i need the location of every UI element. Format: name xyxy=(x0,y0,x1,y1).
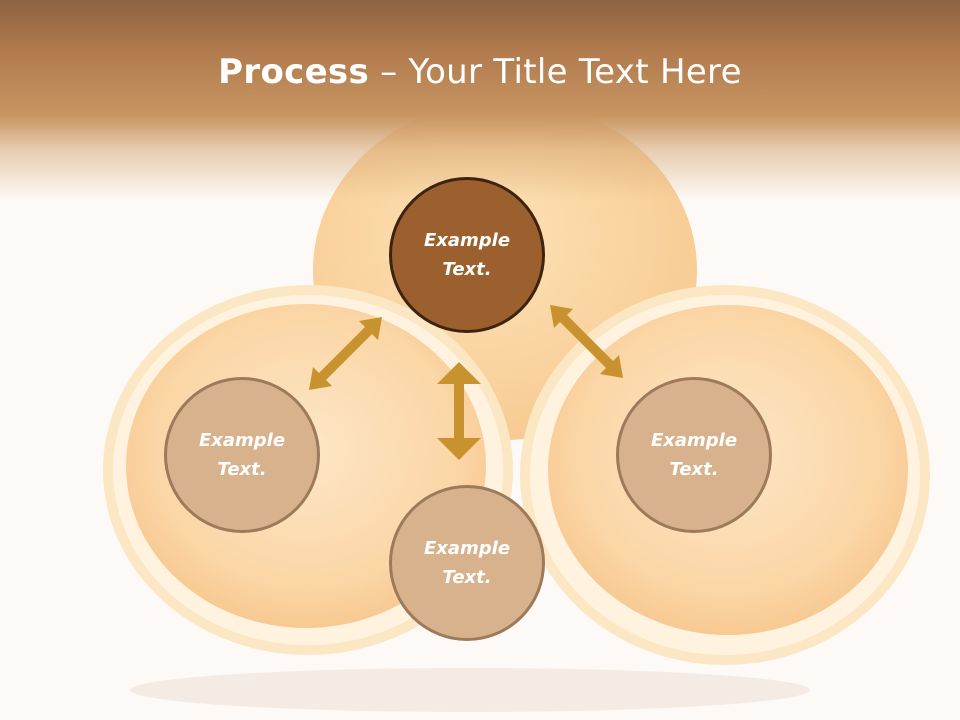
node-bottom: Example Text. xyxy=(389,485,545,641)
node-top: Example Text. xyxy=(389,177,545,333)
node-bottom-line1: Example xyxy=(423,538,511,559)
node-left-line2: Text. xyxy=(217,459,267,480)
node-left: Example Text. xyxy=(164,377,320,533)
node-right-line1: Example xyxy=(650,430,738,451)
title-bold: Process xyxy=(218,52,370,92)
title-bar xyxy=(0,0,960,200)
title-rest: – Your Title Text Here xyxy=(369,52,742,92)
node-bottom-line2: Text. xyxy=(442,567,492,588)
node-right: Example Text. xyxy=(616,377,772,533)
node-top-line1: Example xyxy=(423,230,511,251)
node-top-line2: Text. xyxy=(442,259,492,280)
slide-title: Process – Your Title Text Here xyxy=(0,52,960,92)
node-right-line2: Text. xyxy=(669,459,719,480)
node-left-line1: Example xyxy=(198,430,286,451)
